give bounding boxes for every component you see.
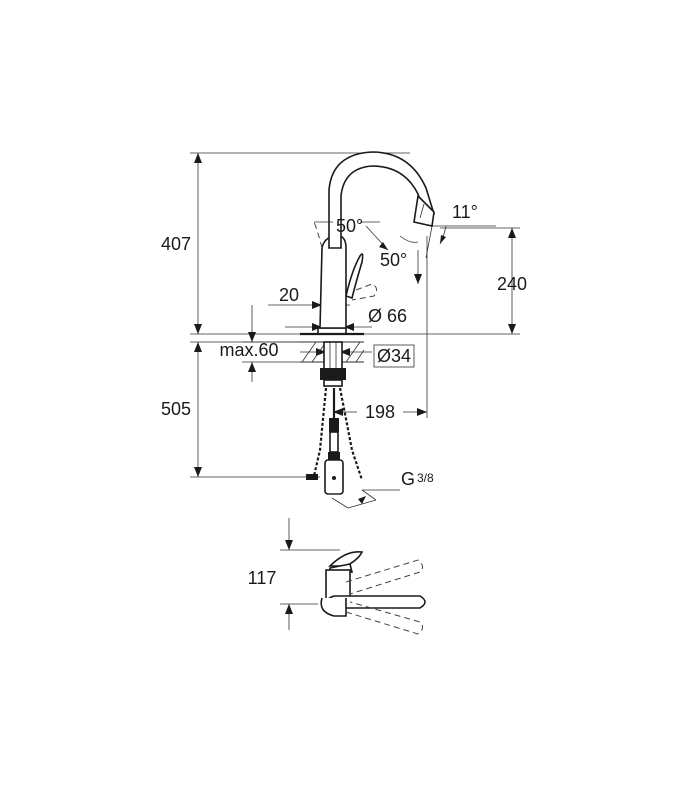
label-11deg: 11° xyxy=(452,202,478,222)
dimension-reach: 198 xyxy=(333,236,428,422)
dimension-below-height: 505 xyxy=(161,341,320,478)
label-117: 117 xyxy=(248,568,277,588)
label-50deg-down: 50° xyxy=(380,250,407,270)
label-50deg-up: 50° xyxy=(336,216,363,236)
label-d34: Ø34 xyxy=(377,346,411,366)
label-240: 240 xyxy=(497,274,527,294)
dimension-lever-angle-up: 50° xyxy=(314,216,389,251)
dimension-lever-angle-down: 50° xyxy=(380,235,422,284)
label-d66: Ø 66 xyxy=(368,306,407,326)
label-198: 198 xyxy=(365,402,395,422)
supply-hoses xyxy=(306,387,364,495)
faucet-body xyxy=(300,151,435,387)
label-g: G xyxy=(401,469,415,489)
dimension-max-thickness: max.60 xyxy=(219,305,310,382)
dimension-connection: G 3/8 xyxy=(331,469,434,509)
dimension-hole-diameter: Ø34 xyxy=(300,344,415,368)
dimension-base-diameter: Ø 66 xyxy=(285,306,407,331)
dimension-spout-height: 240 xyxy=(350,227,527,335)
label-407: 407 xyxy=(161,234,191,254)
label-20: 20 xyxy=(279,285,299,305)
top-view: 117 xyxy=(248,518,426,635)
label-505: 505 xyxy=(161,399,191,419)
label-max60: max.60 xyxy=(219,340,278,360)
dimension-spray-angle: 11° xyxy=(425,202,496,259)
label-g-fraction: 3/8 xyxy=(417,471,434,485)
